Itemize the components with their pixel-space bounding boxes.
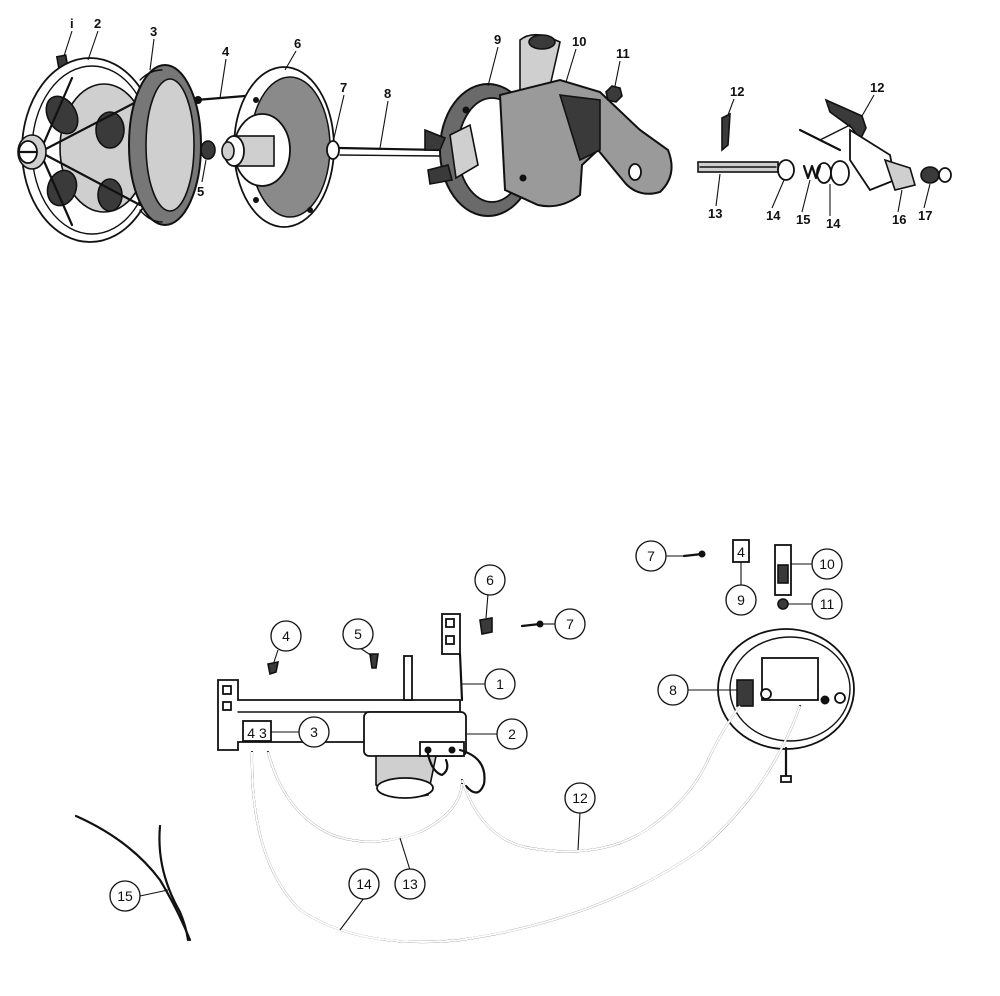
callout-13-circle (394, 868, 426, 900)
part-5-nut (200, 140, 216, 160)
callout-10: 10 (819, 556, 835, 572)
callout-7b-circle (554, 608, 586, 640)
callout-12-circle (564, 782, 596, 814)
upper-assembly: i 2 3 4 5 6 7 8 9 10 11 12 12 13 14 14 1… (17, 16, 952, 243)
part-7-washer (326, 140, 340, 160)
callout-8: 8 (669, 682, 677, 698)
part-15-spring (802, 164, 822, 180)
callout-2: 2 (508, 726, 516, 742)
part-17-nut (920, 166, 952, 184)
label-15: 15 (796, 212, 810, 227)
callout-11-circle (811, 588, 843, 620)
part-11-screw (777, 598, 789, 610)
part-7-screw-b (682, 550, 706, 558)
callouts: 1 2 3 4 5 6 7 7 8 (109, 540, 843, 931)
callout-3-circle (298, 716, 330, 748)
wiring-cables (74, 704, 802, 944)
label-14-right: 14 (826, 216, 841, 231)
part-8-shaft (338, 146, 442, 157)
callout-4-circle (270, 620, 302, 652)
part-3-terminal-block: 4 3 (242, 720, 272, 742)
label-10: 10 (572, 34, 586, 49)
lower-assembly: 4 3 (74, 539, 855, 944)
label-1: i (70, 16, 74, 31)
callout-13: 13 (402, 876, 418, 892)
callout-14: 14 (356, 876, 372, 892)
callout-7a-circle (635, 540, 667, 572)
part-12-pin-right (798, 98, 897, 192)
callout-12: 12 (572, 790, 588, 806)
label-12-left: 12 (730, 84, 744, 99)
part-10-bracket (774, 544, 792, 596)
callout-11: 11 (820, 596, 835, 612)
label-3: 3 (150, 24, 157, 39)
callout-7-upper: 7 (647, 548, 655, 564)
callout-1-circle (484, 668, 516, 700)
callout-15-circle (109, 880, 141, 912)
callout-15: 15 (117, 888, 133, 904)
label-6: 6 (294, 36, 301, 51)
label-12-right: 12 (870, 80, 884, 95)
callout-9-circle (725, 584, 757, 616)
label-11: 11 (616, 46, 630, 61)
label-13: 13 (708, 206, 722, 221)
callout-14-circle (348, 868, 380, 900)
callout-6-circle (474, 564, 506, 596)
part-9-clip: 4 (732, 539, 750, 563)
label-5: 5 (197, 184, 204, 199)
upper-labels: i 2 3 4 5 6 7 8 9 10 11 12 12 13 14 14 1… (70, 16, 932, 231)
part-10-knuckle (498, 33, 673, 208)
part-11-nut (605, 85, 623, 103)
callout-8-circle (657, 674, 689, 706)
label-9: 9 (494, 32, 501, 47)
part-3-drum (128, 64, 202, 226)
terminal-block-marking: 4 3 (247, 725, 267, 741)
callout-4: 4 (282, 628, 290, 644)
callout-3: 3 (310, 724, 318, 740)
part-16-cap (883, 158, 917, 191)
part-2-flasher-unit (363, 711, 486, 799)
callout-6: 6 (486, 572, 494, 588)
callout-1: 1 (496, 676, 504, 692)
label-7: 7 (340, 80, 347, 95)
label-17: 17 (918, 208, 932, 223)
label-14-left: 14 (766, 208, 781, 223)
part-6-backing-plate (221, 66, 335, 228)
part-6-clip (479, 617, 493, 635)
round-switch-unit (717, 628, 855, 783)
callout-5: 5 (354, 626, 362, 642)
callout-5-circle (342, 618, 374, 650)
callout-7-lower: 7 (566, 616, 574, 632)
part-7-screw-a (520, 620, 544, 628)
callout-9: 9 (737, 592, 745, 608)
part-13-king-pin (697, 161, 779, 173)
part-4-screw (267, 660, 280, 676)
label-16: 16 (892, 212, 906, 227)
upper-leaders (63, 30, 931, 216)
label-2: 2 (94, 16, 101, 31)
callout-10-circle (811, 548, 843, 580)
part-12-pin-left (721, 112, 731, 152)
part-5-screw (369, 653, 379, 669)
part-14-washers (777, 159, 850, 186)
callout-2-circle (496, 718, 528, 750)
clip-marking: 4 (737, 544, 745, 560)
label-4: 4 (222, 44, 230, 59)
label-8: 8 (384, 86, 391, 101)
